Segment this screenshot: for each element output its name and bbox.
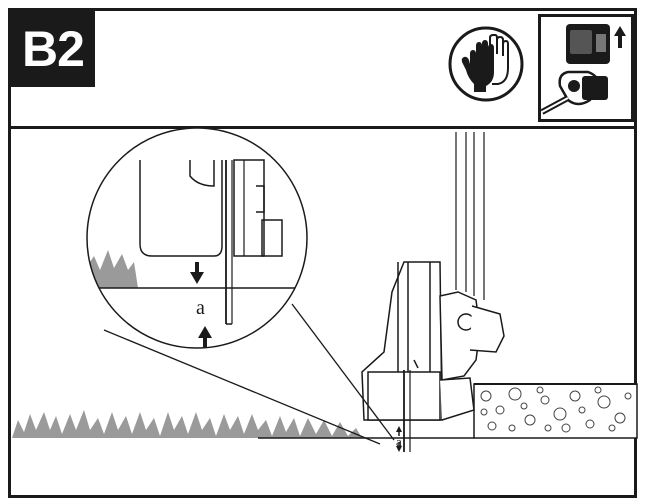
paving-stones bbox=[473, 383, 638, 439]
remove-battery-icon bbox=[538, 14, 634, 122]
step-badge: B2 bbox=[11, 11, 95, 87]
magnifier-leader-lines bbox=[103, 303, 395, 445]
gap-label-magnified: a bbox=[196, 297, 205, 319]
tool-shaft bbox=[455, 132, 485, 300]
gap-label-ground: a bbox=[396, 434, 402, 449]
gap-marker-ground bbox=[396, 426, 402, 452]
edger-head bbox=[361, 261, 505, 452]
magnified-detail bbox=[86, 127, 308, 349]
header-divider bbox=[8, 126, 637, 129]
protective-gloves-icon bbox=[448, 26, 524, 102]
